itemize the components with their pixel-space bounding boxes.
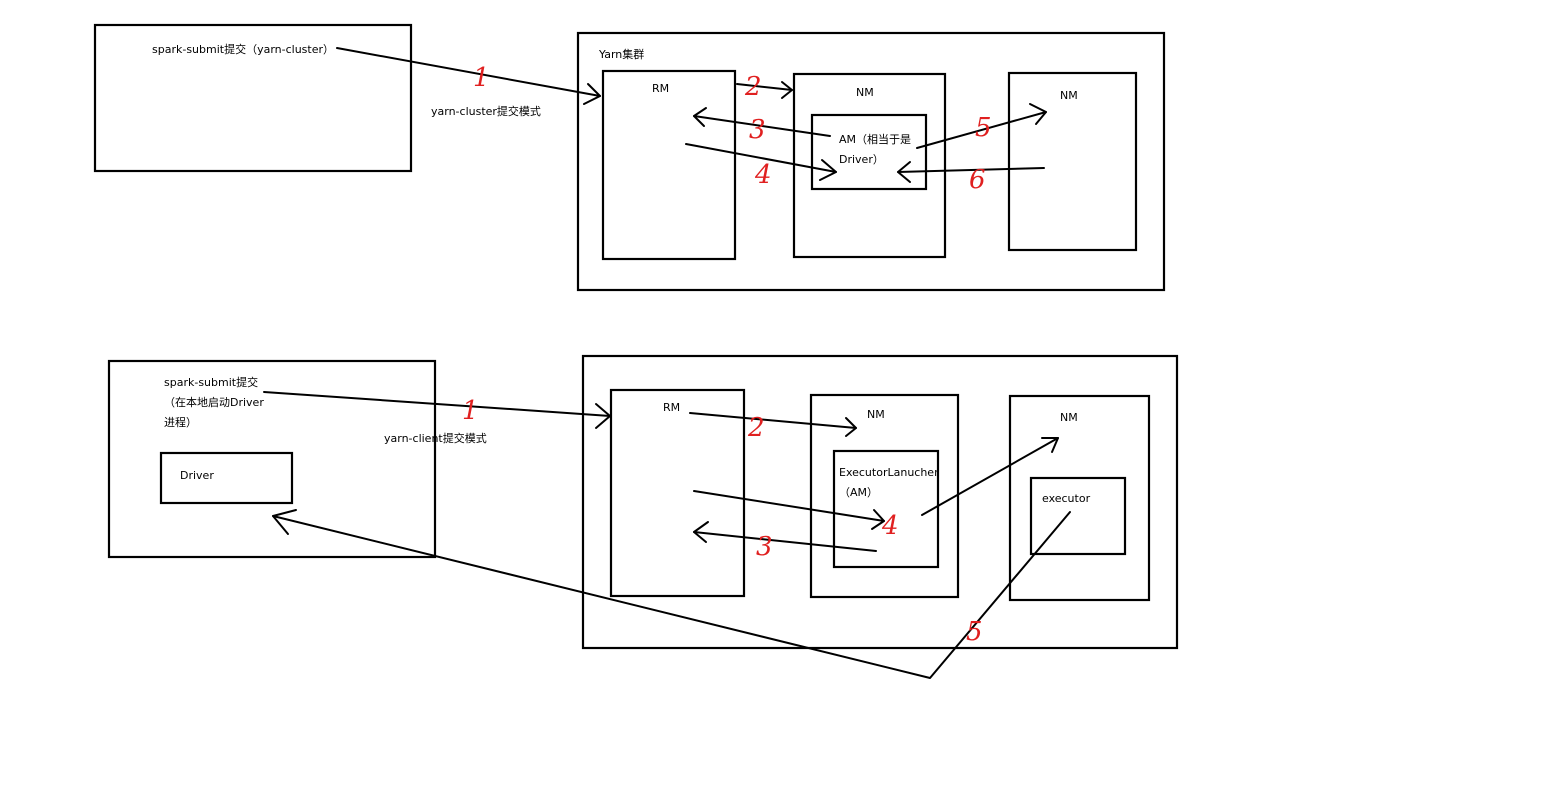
yarn-cluster-box <box>576 31 1166 292</box>
step-number-5-bottom: 5 <box>966 617 983 647</box>
nm-label-bottom-2: NM <box>1060 411 1078 424</box>
rm-box-bottom <box>609 388 746 598</box>
client-box-top <box>93 23 413 173</box>
step-number-3-top: 3 <box>749 115 766 145</box>
arrow-2-top <box>736 81 793 99</box>
executor-box <box>1029 476 1127 556</box>
rm-label-bottom: RM <box>663 401 680 414</box>
step-number-4-bottom: 4 <box>881 511 899 541</box>
step-number-6-top: 6 <box>969 165 986 195</box>
client-label-bottom-line1: spark-submit提交 <box>164 375 258 389</box>
arrow-1-top <box>336 47 601 105</box>
arrow-executor-to-driver <box>272 509 1071 679</box>
step-number-2-top: 2 <box>744 72 762 102</box>
am-label-line1: AM（相当于是 <box>839 132 911 146</box>
launcher-label-line2: （AM） <box>839 486 878 499</box>
client-label-bottom-line2: （在本地启动Driver <box>164 395 264 409</box>
mode-label-bottom: yarn-client提交模式 <box>384 431 487 445</box>
yarn-cluster-section: spark-submit提交（yarn-cluster） yarn-cluste… <box>93 23 1166 292</box>
step-number-1-bottom: 1 <box>462 396 479 426</box>
arrow-3-bottom <box>693 521 877 552</box>
am-box <box>810 113 928 191</box>
arrow-4-bottom <box>693 490 885 530</box>
cluster-label: Yarn集群 <box>598 47 644 61</box>
nm-box-bottom-2 <box>1008 394 1151 602</box>
step-number-5-top: 5 <box>975 113 992 143</box>
mode-label-top: yarn-cluster提交模式 <box>431 104 541 118</box>
nm-box-top-1 <box>792 72 947 259</box>
executor-label: executor <box>1042 492 1091 505</box>
step-number-4-top: 4 <box>754 160 772 190</box>
rm-box-top <box>601 69 737 261</box>
arrow-3-top <box>693 107 831 137</box>
executor-launcher-box <box>832 449 940 569</box>
client-label-top: spark-submit提交（yarn-cluster） <box>152 42 334 56</box>
arrow-5-bottom-to-nm <box>921 437 1059 516</box>
nm-label-top-1: NM <box>856 86 874 99</box>
yarn-client-section: spark-submit提交 （在本地启动Driver 进程） Driver y… <box>107 354 1179 679</box>
rm-label-top: RM <box>652 82 669 95</box>
step-number-1-top: 1 <box>473 63 490 93</box>
driver-box <box>159 451 294 505</box>
step-number-2-bottom: 2 <box>747 413 765 443</box>
arrow-2-bottom <box>689 412 857 437</box>
driver-label: Driver <box>180 469 214 482</box>
nm-label-top-2: NM <box>1060 89 1078 102</box>
nm-box-bottom-1 <box>809 393 960 599</box>
arrow-4-top <box>685 143 837 181</box>
client-box-bottom <box>107 359 437 559</box>
yarn-cluster-box-bottom <box>581 354 1179 650</box>
arrow-5-top <box>916 103 1047 149</box>
arrow-6-top <box>897 161 1045 183</box>
arrow-1-bottom <box>263 391 611 429</box>
nm-box-top-2 <box>1007 71 1138 252</box>
am-label-line2: Driver） <box>839 153 884 166</box>
step-number-3-bottom: 3 <box>756 532 773 562</box>
launcher-label-line1: ExecutorLanucher <box>839 466 939 479</box>
client-label-bottom-line3: 进程） <box>164 416 197 429</box>
nm-label-bottom-1: NM <box>867 408 885 421</box>
